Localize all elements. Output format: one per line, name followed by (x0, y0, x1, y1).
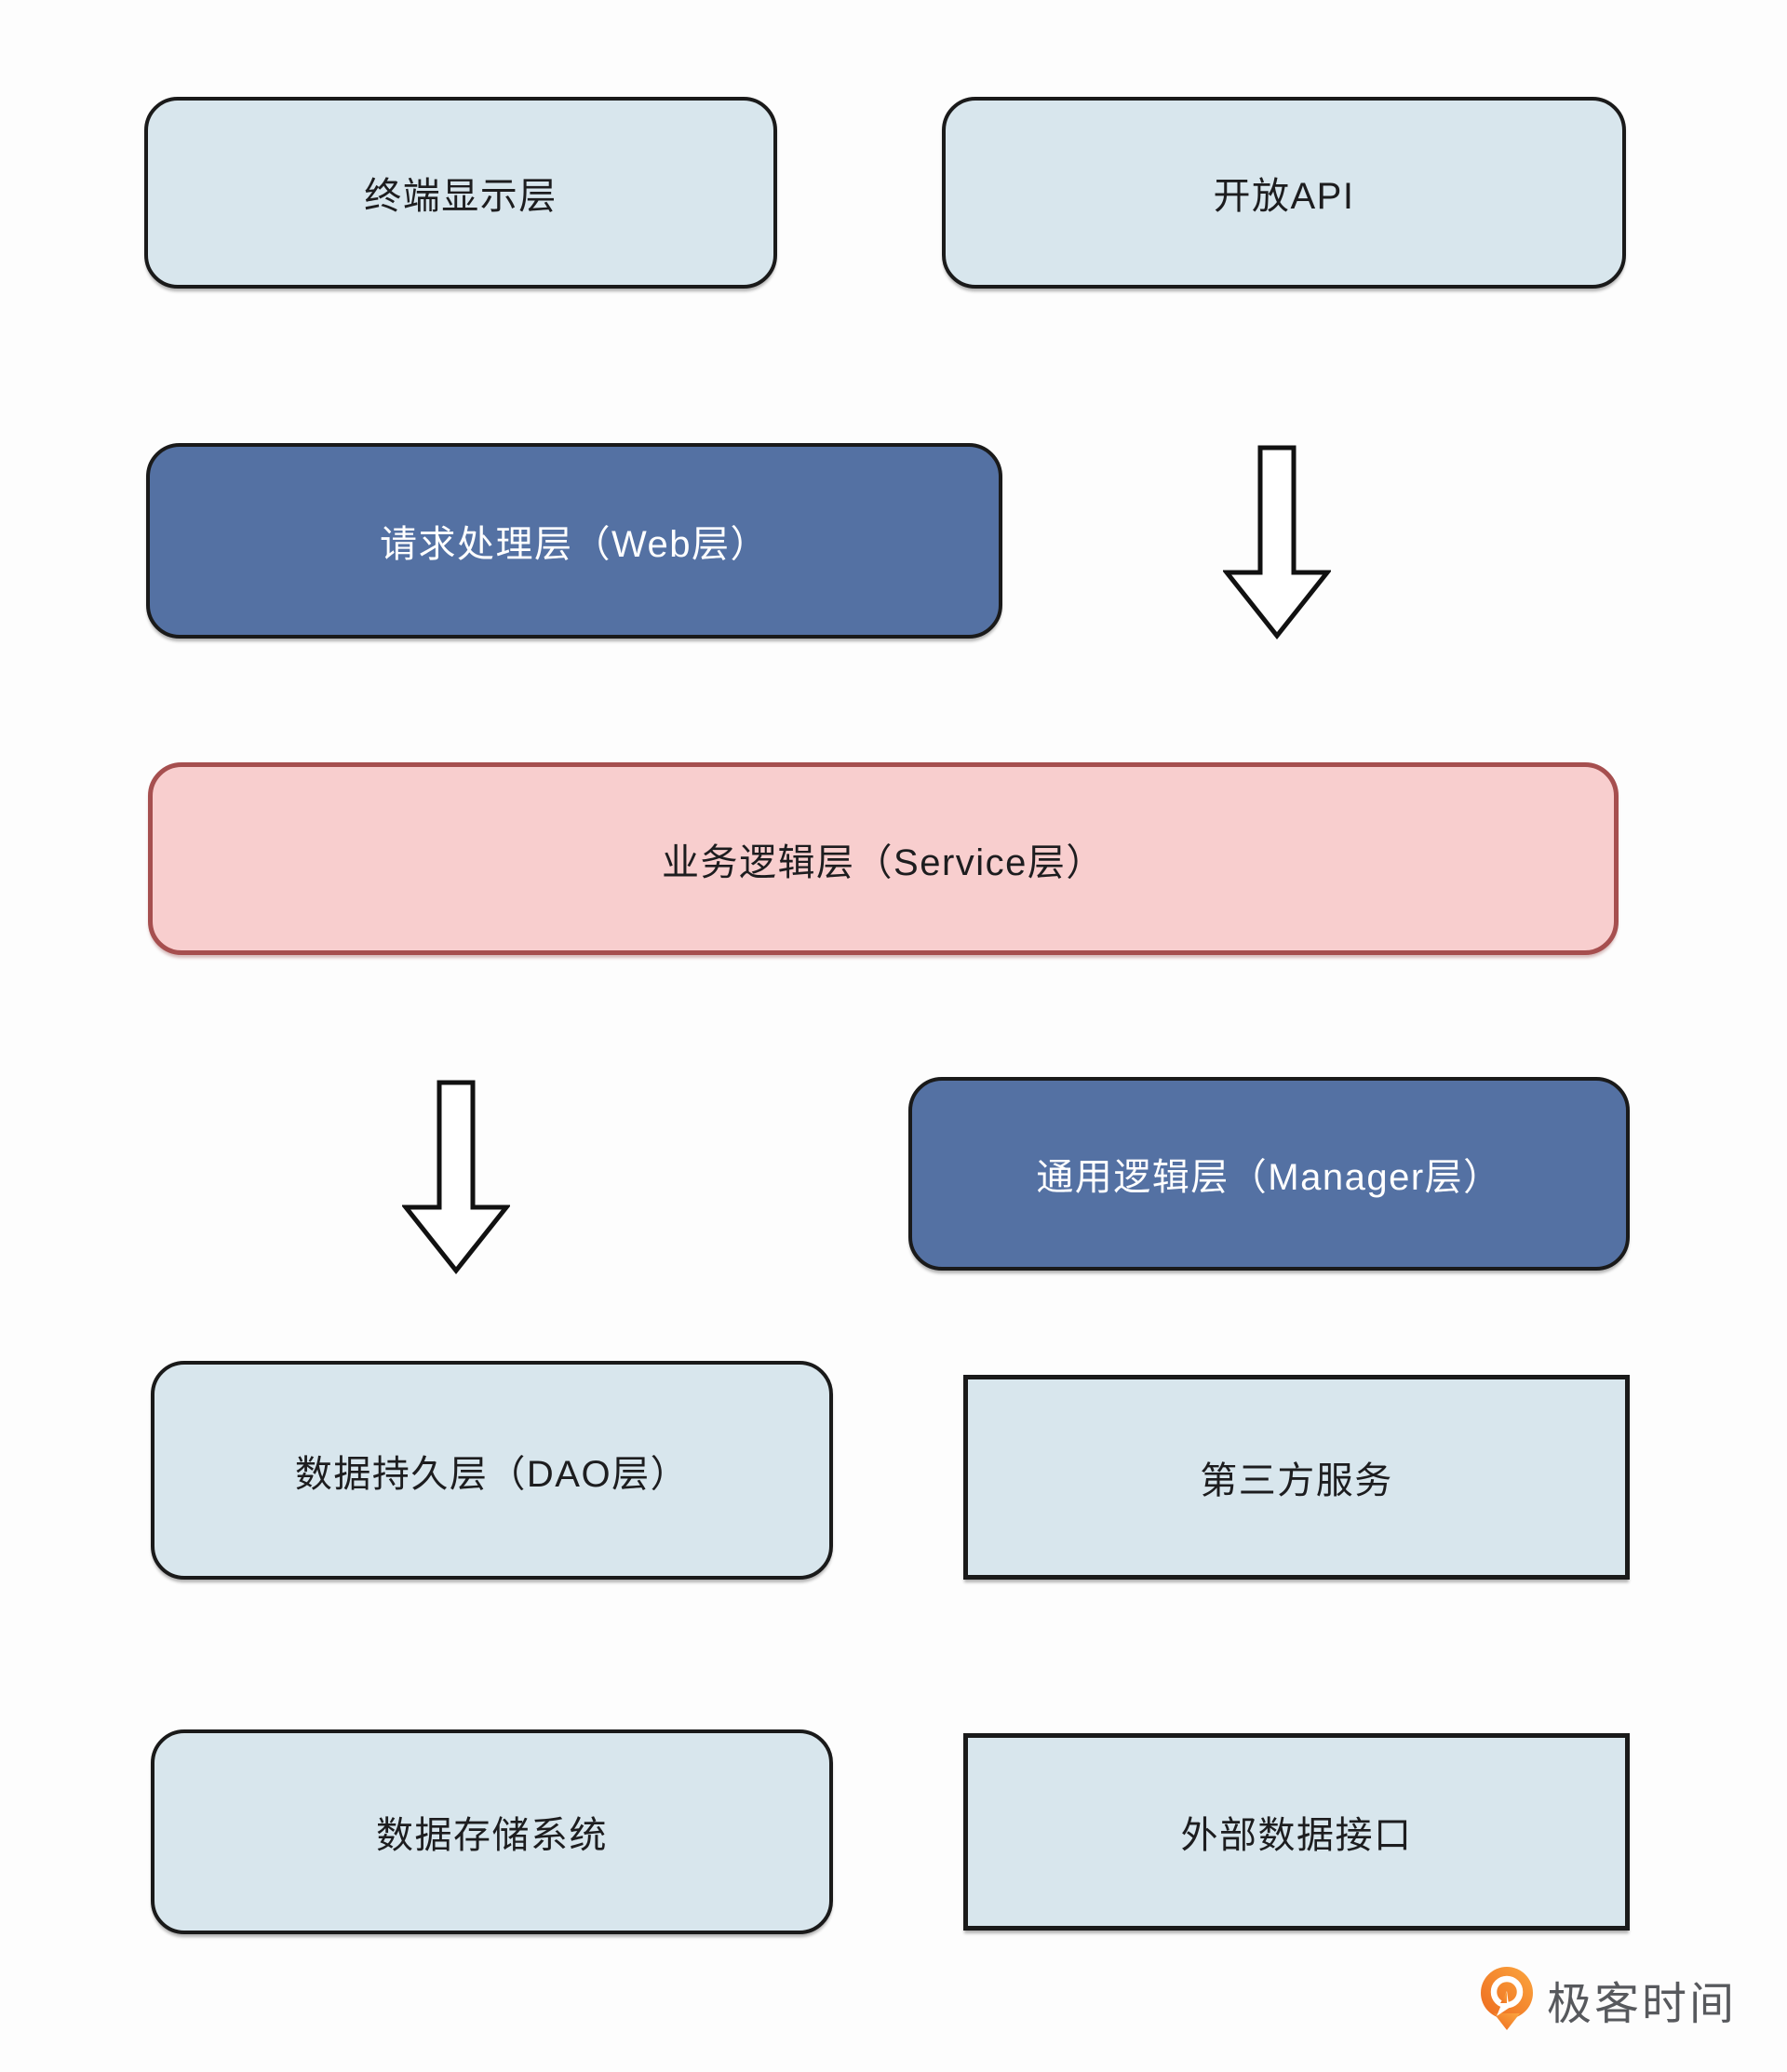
node-label: 请求处理层（Web层） (379, 524, 770, 565)
node-data-storage-system: 数据存储系统 (151, 1729, 833, 1934)
node-label: 外部数据接口 (1180, 1815, 1413, 1856)
brand-name: 极客时间 (1547, 1980, 1738, 2029)
node-label: 第三方服务 (1200, 1460, 1393, 1501)
brand-logo: 极客时间 (1478, 1966, 1737, 2033)
node-open-api: 开放API (942, 97, 1626, 289)
node-service-layer: 业务逻辑层（Service层） (148, 762, 1619, 955)
geektime-logo-icon (1481, 1967, 1533, 2030)
node-label: 通用逻辑层（Manager层） (1036, 1157, 1502, 1198)
node-terminal-display-layer: 终端显示层 (144, 97, 777, 289)
node-label: 数据存储系统 (376, 1815, 608, 1856)
down-arrow-icon (1223, 445, 1331, 640)
node-web-layer: 请求处理层（Web层） (146, 443, 1002, 639)
node-label: 开放API (1213, 176, 1355, 217)
node-external-data-interface: 外部数据接口 (963, 1733, 1630, 1931)
node-label: 业务逻辑层（Service层） (662, 841, 1105, 883)
node-manager-layer: 通用逻辑层（Manager层） (908, 1077, 1630, 1271)
node-dao-layer: 数据持久层（DAO层） (151, 1361, 833, 1580)
down-arrow-icon (402, 1080, 510, 1275)
node-label: 数据持久层（DAO层） (294, 1453, 690, 1495)
node-third-party-services: 第三方服务 (963, 1375, 1630, 1580)
node-label: 终端显示层 (364, 176, 558, 217)
